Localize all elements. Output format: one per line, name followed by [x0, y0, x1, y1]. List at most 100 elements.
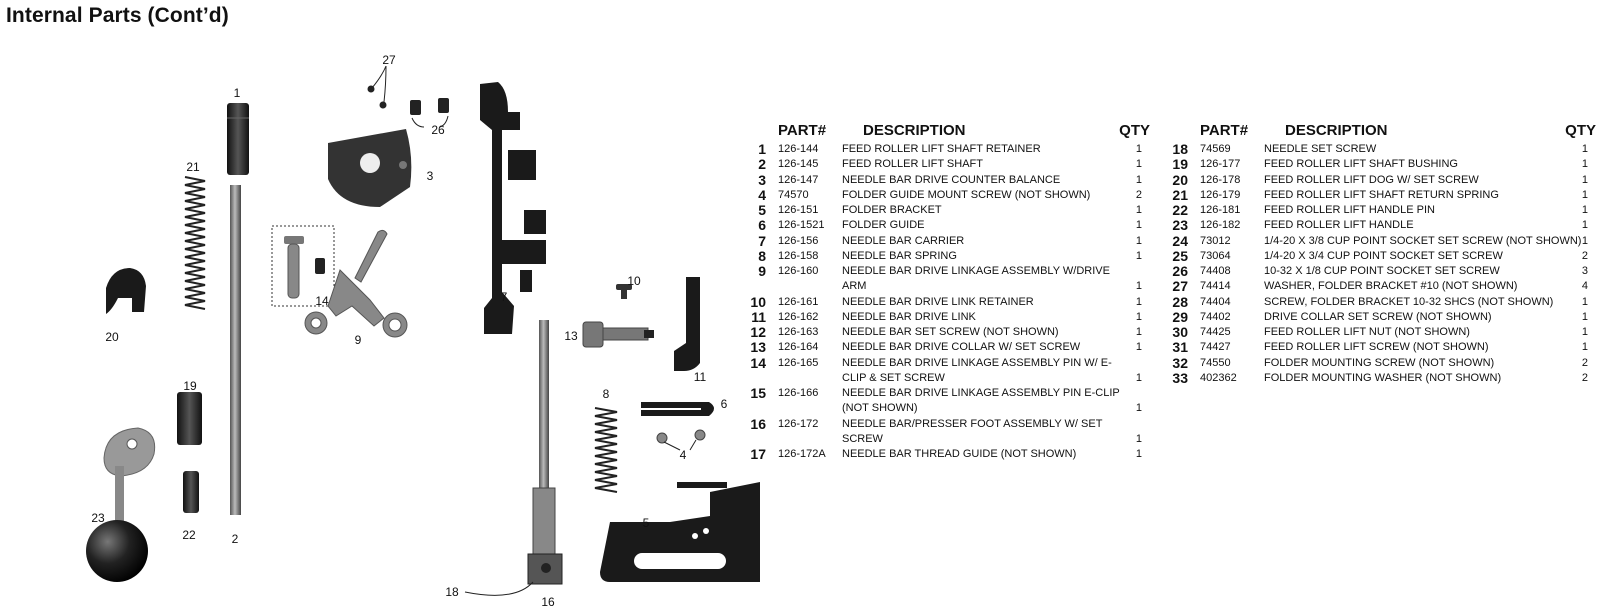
- part-9-linkage-assembly: [304, 229, 408, 338]
- description: NEEDLE BAR DRIVE LINK RETAINER: [842, 295, 1034, 308]
- part-number: 126-182: [1200, 219, 1241, 232]
- description: FEED ROLLER LIFT SHAFT RETAINER: [842, 143, 1041, 155]
- callout-26: 26: [431, 123, 445, 137]
- part-6-folder-guide: [641, 402, 714, 416]
- quantity: 1: [1581, 326, 1588, 338]
- quantity: 2: [1581, 371, 1588, 384]
- part-number: 74402: [1200, 310, 1231, 323]
- item-number: 2: [758, 156, 766, 173]
- part-8-needle-bar-spring: [594, 407, 618, 493]
- quantity: 1: [1135, 249, 1142, 262]
- table-row: 30 74425 FEED ROLLER LIFT NUT (NOT SHOWN) 1: [1172, 324, 1596, 340]
- callout-1: 1: [234, 86, 241, 100]
- callout-20: 20: [105, 330, 119, 344]
- item-number: 4: [758, 186, 766, 203]
- item-number: 10: [750, 293, 766, 310]
- part-23-lift-handle: [86, 427, 156, 582]
- part-3-counter-balance: [328, 129, 412, 207]
- description: FEED ROLLER LIFT NUT (NOT SHOWN): [1264, 326, 1470, 338]
- part-number: 126-178: [1200, 173, 1241, 186]
- item-number: 22: [1172, 202, 1188, 218]
- quantity: 1: [1135, 448, 1142, 460]
- header-part: PART#: [778, 122, 827, 139]
- callout-11: 11: [694, 370, 707, 384]
- item-number: 8: [758, 247, 766, 264]
- part-number: 126-144: [778, 143, 819, 155]
- item-number: 26: [1172, 263, 1188, 279]
- item-number: 31: [1172, 339, 1188, 356]
- part-number: 73064: [1200, 249, 1231, 262]
- description: FEED ROLLER LIFT HANDLE PIN: [1264, 204, 1435, 216]
- part-number: 126-160: [778, 265, 819, 277]
- part-number: 126-172: [778, 417, 819, 430]
- description: DRIVE COLLAR SET SCREW (NOT SHOWN): [1264, 310, 1492, 323]
- item-number: 27: [1172, 278, 1188, 295]
- part-number: 126-172A: [778, 448, 826, 460]
- part-number: 74404: [1200, 295, 1231, 308]
- description: SCREW, FOLDER BRACKET 10-32 SHCS (NOT SH…: [1264, 295, 1554, 308]
- part-number: 126-161: [778, 295, 819, 308]
- header-description: DESCRIPTION: [1285, 122, 1388, 139]
- callout-5: 5: [643, 516, 650, 530]
- part-number: 126-147: [778, 173, 819, 186]
- part-number: 126-151: [778, 204, 819, 216]
- part-number: 126-166: [778, 387, 819, 399]
- part-number: 74425: [1200, 326, 1231, 338]
- quantity: 1: [1581, 234, 1588, 247]
- description: FEED ROLLER LIFT SCREW (NOT SHOWN): [1264, 341, 1489, 354]
- item-number: 1: [758, 141, 766, 157]
- part-20-lift-dog: [106, 268, 146, 314]
- callout-23: 23: [91, 511, 105, 525]
- quantity: 3: [1581, 265, 1588, 277]
- part-2-lift-shaft: [230, 185, 241, 515]
- quantity: 2: [1581, 356, 1588, 369]
- part-number: 74569: [1200, 143, 1231, 155]
- item-number: 32: [1172, 354, 1188, 371]
- item-number: 3: [758, 171, 766, 188]
- item-number: 33: [1172, 369, 1188, 386]
- part-number: 73012: [1200, 234, 1231, 247]
- item-number: 23: [1172, 217, 1188, 234]
- item-number: 9: [758, 263, 766, 279]
- part-number: 126-179: [1200, 188, 1241, 201]
- description: FOLDER GUIDE: [842, 219, 925, 232]
- quantity: 1: [1581, 219, 1588, 232]
- item-number: 30: [1172, 324, 1188, 340]
- description: NEEDLE BAR CARRIER: [842, 234, 965, 247]
- part-7-needle-bar-carrier: [480, 82, 546, 334]
- quantity: 1: [1135, 371, 1142, 384]
- quantity: 1: [1581, 204, 1588, 216]
- callout-18: 18: [445, 585, 459, 599]
- quantity: 2: [1581, 249, 1588, 262]
- header-description: DESCRIPTION: [863, 122, 966, 139]
- callout-10: 10: [627, 274, 641, 288]
- quantity: 1: [1135, 234, 1142, 247]
- part-4-mount-screws: [656, 429, 706, 444]
- header-qty: QTY: [1565, 122, 1596, 139]
- quantity: 1: [1135, 295, 1142, 308]
- callout-8: 8: [603, 387, 610, 401]
- description: FOLDER MOUNTING WASHER (NOT SHOWN): [1264, 371, 1502, 384]
- description: NEEDLE BAR DRIVE LINKAGE ASSEMBLY PIN W/…: [842, 356, 1112, 384]
- item-number: 13: [750, 339, 766, 356]
- part-1-shaft-retainer: [227, 103, 249, 175]
- quantity: 1: [1135, 326, 1142, 338]
- part-number: 126-158: [778, 249, 819, 262]
- part-number: 74427: [1200, 341, 1231, 354]
- callout-13: 13: [564, 329, 578, 343]
